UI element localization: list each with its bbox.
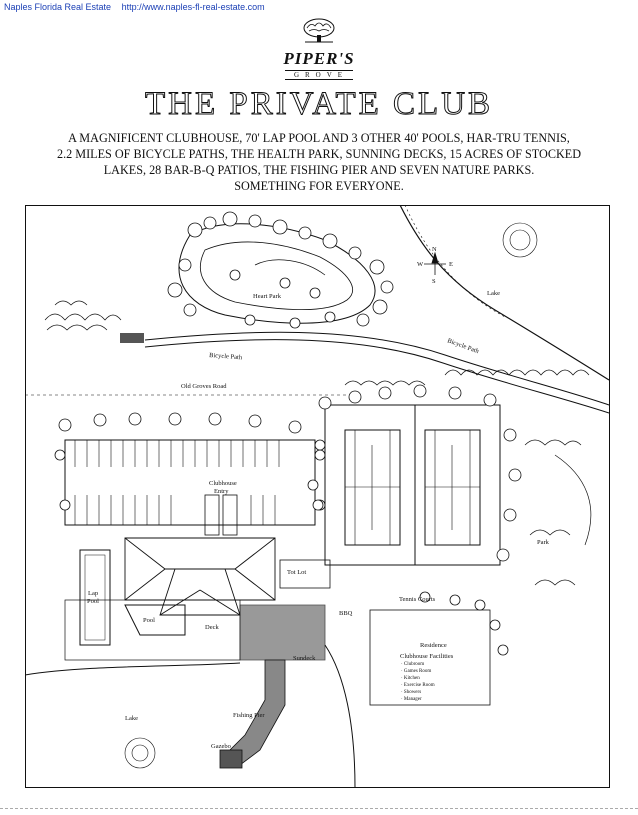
site-plan-drawing: Heart Park Bicycle Path Bicycle Path Lak… [25,205,610,788]
logo-word: PIPER'S [283,49,355,68]
tot-lot [279,559,331,589]
bicycle-path-edge-a [144,331,610,406]
shrubs-top-left [44,300,122,331]
tennis-courts [324,404,501,566]
lake-shoreline-top [399,205,610,381]
lap-pool [79,549,111,646]
label-heart-park: Heart Park [253,293,282,300]
label-lake-bottom: Lake [125,715,138,722]
site-header: Naples Florida Real Estate http://www.na… [4,2,265,12]
tagline-line: SOMETHING FOR EVERYONE. [234,179,404,193]
label-sundeck: Sundeck [293,655,316,662]
facilities-item: · Manager [401,697,422,702]
tagline-line: A MAGNIFICENT CLUBHOUSE, 70' LAP POOL AN… [68,131,570,145]
heart-park-path-inner [200,241,353,311]
label-park: Park [537,539,550,546]
gazebo [219,749,243,769]
logo-sub: GROVE [285,70,353,80]
label-bicycle-path-left: Bicycle Path [209,352,243,361]
facilities-item: · Kitchen [401,676,420,681]
label-tennis-courts: Tennis Courts [399,596,436,603]
ripples [124,222,538,769]
parking-trees [54,412,326,511]
compass-rose [424,251,446,275]
tree-canopies [167,211,394,329]
facilities-item: · Games Room [401,669,431,674]
label-bbq: BBQ [339,610,353,617]
label-lake-top: Lake [487,290,500,297]
facilities-item: · Showers [401,690,421,695]
parking-pad [120,333,144,343]
compass-n: N [432,246,437,253]
lake-shoreline-bottom [25,662,241,676]
compass-s: S [432,278,436,285]
entry-planter-right [222,494,238,536]
bottom-divider [0,808,638,809]
label-fishing-pier: Fishing Pier [233,712,265,719]
parking-lot [64,439,316,526]
page-title: THE PRIVATE CLUB [144,86,494,123]
tree-icon [303,18,335,43]
clubhouse-roof [124,537,276,616]
label-lap-pool: Lap [88,590,98,597]
tagline: A MAGNIFICENT CLUBHOUSE, 70' LAP POOL AN… [20,130,618,194]
label-bicycle-path-right: Bicycle Path [446,337,480,355]
tagline-line: 2.2 MILES OF BICYCLE PATHS, THE HEALTH P… [56,147,582,161]
tennis-lines [345,430,480,545]
label-clubhouse-entry: Clubhouse [209,480,237,487]
sundeck [239,604,326,661]
compass-e: E [449,261,453,268]
main-pool [124,604,186,636]
site-name: Naples Florida Real Estate [4,2,112,12]
label-deck: Deck [205,624,219,631]
residence-lot [369,609,491,706]
label-residence: Residence [420,642,447,649]
bicycle-path-edge-b [144,339,610,414]
site-plan-map: Heart Park Bicycle Path Bicycle Path Lak… [25,205,610,788]
facilities-title: Clubhouse Facilities [400,653,454,660]
parking-stalls [74,440,280,525]
map-frame [25,205,610,788]
lake-shoreline-bottom-right [324,644,356,788]
compass-w: W [417,261,424,268]
label-gazebo: Gazebo [211,743,231,750]
site-url-link[interactable]: http://www.naples-fl-real-estate.com [121,2,265,12]
park-plantings [524,439,592,586]
label-pool: Pool [143,617,155,624]
facilities-item: · Exercise Room [401,683,435,688]
label-old-groves-road: Old Groves Road [181,383,227,390]
label-clubhouse-entry: Entry [214,488,229,495]
label-lap-pool: Pool [87,598,99,605]
tennis-trees [312,384,522,562]
label-tot-lot: Tot Lot [287,569,306,576]
entry-planter-left [204,494,220,536]
shrubs-lake-edge [344,369,590,386]
facilities-item: · Clubroom [401,662,424,667]
pipers-grove-logo: PIPER'S GROVE [283,18,355,80]
tagline-line: LAKES, 28 BAR-B-Q PATIOS, THE FISHING PI… [103,163,535,177]
